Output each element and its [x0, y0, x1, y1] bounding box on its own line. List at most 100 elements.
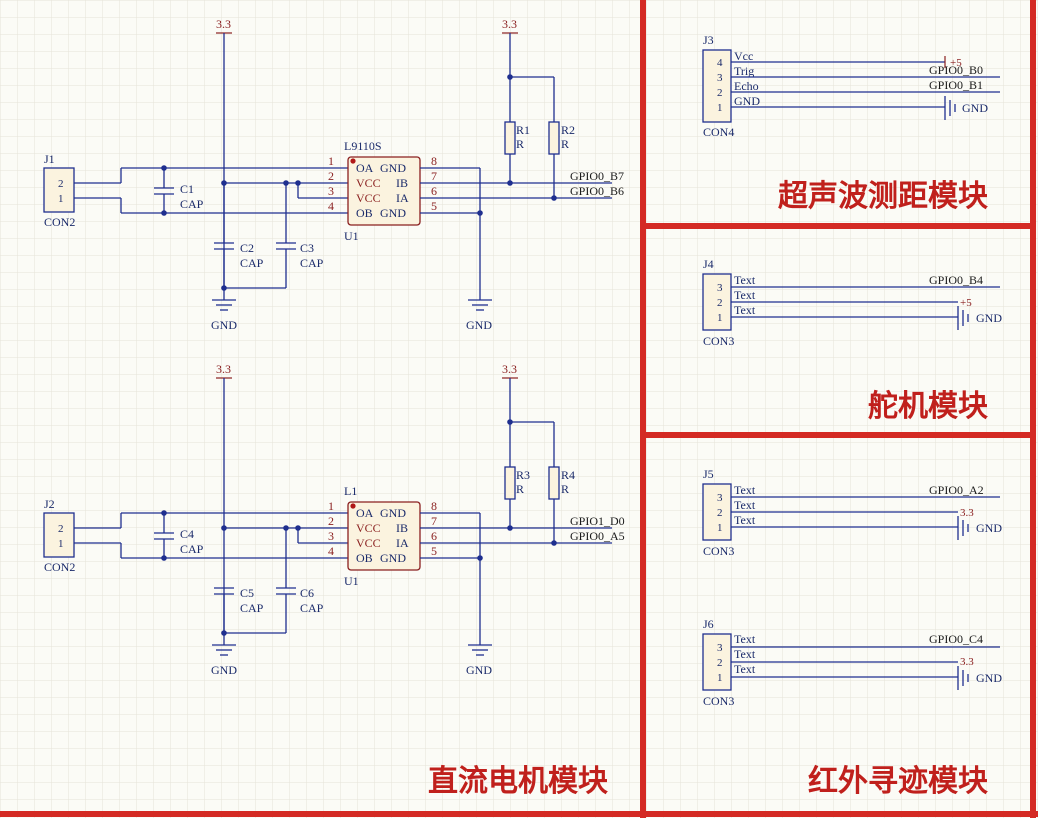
svg-text:CAP: CAP — [300, 601, 324, 615]
svg-text:2: 2 — [58, 523, 64, 535]
svg-text:3: 3 — [328, 529, 334, 543]
svg-text:3: 3 — [717, 72, 723, 84]
svg-text:Text: Text — [734, 647, 756, 661]
svg-text:Echo: Echo — [734, 79, 759, 93]
svg-text:GPIO0_B4: GPIO0_B4 — [929, 273, 983, 287]
j3-connector[interactable] — [702, 49, 732, 123]
ultrasonic-module-title: 超声波测距模块 — [778, 179, 988, 214]
ir-connector-j5: J5 3 2 1 CON3 Text Text Text GPIO0_A2 3.… — [702, 467, 1002, 558]
svg-text:IB: IB — [396, 521, 408, 535]
svg-text:J6: J6 — [703, 617, 714, 631]
gnd-label-1a: GND — [211, 318, 237, 332]
svg-text:VCC: VCC — [356, 536, 381, 550]
l1-chip[interactable] — [347, 501, 421, 571]
svg-text:Text: Text — [734, 483, 756, 497]
motor-driver-2: 3.3 J2 2 1 CON2 C4 CAP C5 — [43, 362, 625, 677]
j1-connector[interactable] — [43, 167, 75, 213]
svg-text:VCC: VCC — [356, 521, 381, 535]
j4-connector[interactable] — [702, 273, 732, 331]
svg-text:2: 2 — [717, 507, 723, 519]
svg-text:R: R — [561, 137, 569, 151]
svg-text:1: 1 — [58, 538, 64, 550]
svg-text:GND: GND — [211, 663, 237, 677]
svg-text:IB: IB — [396, 176, 408, 190]
svg-text:GND: GND — [962, 101, 988, 115]
svg-text:R2: R2 — [561, 123, 575, 137]
svg-text:R: R — [516, 482, 524, 496]
svg-text:Text: Text — [734, 288, 756, 302]
svg-text:R4: R4 — [561, 468, 575, 482]
svg-text:R: R — [516, 137, 524, 151]
svg-text:1: 1 — [328, 154, 334, 168]
svg-text:OA: OA — [356, 506, 374, 520]
svg-text:R: R — [561, 482, 569, 496]
svg-text:Text: Text — [734, 498, 756, 512]
svg-text:5: 5 — [431, 199, 437, 213]
svg-text:CON3: CON3 — [703, 694, 734, 708]
svg-text:GND: GND — [380, 551, 406, 565]
svg-text:3.3: 3.3 — [960, 507, 974, 519]
svg-text:IA: IA — [396, 191, 409, 205]
svg-text:C6: C6 — [300, 586, 314, 600]
svg-text:4: 4 — [328, 544, 334, 558]
svg-text:VCC: VCC — [356, 191, 381, 205]
svg-text:Trig: Trig — [734, 64, 754, 78]
svg-text:GND: GND — [976, 671, 1002, 685]
svg-text:L1: L1 — [344, 484, 357, 498]
svg-text:CAP: CAP — [240, 601, 264, 615]
svg-text:CON3: CON3 — [703, 334, 734, 348]
svg-text:GPIO0_B1: GPIO0_B1 — [929, 78, 983, 92]
servo-module-title: 舵机模块 — [868, 389, 988, 424]
svg-text:3.3: 3.3 — [216, 362, 231, 376]
j1-type: CON2 — [44, 215, 75, 229]
net-gpio1-d0: GPIO1_D0 — [570, 514, 625, 528]
svg-text:Text: Text — [734, 662, 756, 676]
svg-text:6: 6 — [431, 529, 437, 543]
j6-connector[interactable] — [702, 633, 732, 691]
svg-text:U1: U1 — [344, 574, 359, 588]
svg-text:3.3: 3.3 — [502, 362, 517, 376]
r2-resistor[interactable] — [548, 121, 560, 155]
svg-text:1: 1 — [717, 522, 723, 534]
svg-text:2: 2 — [717, 297, 723, 309]
svg-text:Vcc: Vcc — [734, 49, 753, 63]
l9110s-chip[interactable] — [347, 156, 421, 226]
svg-text:2: 2 — [328, 169, 334, 183]
j1-ref: J1 — [44, 152, 55, 166]
svg-text:GPIO0_A2: GPIO0_A2 — [929, 483, 984, 497]
svg-text:Text: Text — [734, 632, 756, 646]
j2-ref: J2 — [44, 497, 55, 511]
svg-text:5: 5 — [431, 544, 437, 558]
svg-text:4: 4 — [328, 199, 334, 213]
svg-text:GND: GND — [380, 506, 406, 520]
c3-ref: C3 — [300, 241, 314, 255]
v33-label-1a: 3.3 — [216, 17, 231, 31]
svg-text:8: 8 — [431, 499, 437, 513]
svg-text:GND: GND — [734, 94, 760, 108]
u1-ref: U1 — [344, 229, 359, 243]
r4-resistor[interactable] — [548, 466, 560, 500]
svg-text:2: 2 — [717, 657, 723, 669]
svg-text:4: 4 — [717, 57, 723, 69]
svg-text:Text: Text — [734, 303, 756, 317]
svg-text:1: 1 — [717, 102, 723, 114]
svg-text:C5: C5 — [240, 586, 254, 600]
svg-text:8: 8 — [431, 154, 437, 168]
svg-text:2: 2 — [717, 87, 723, 99]
net-gpio0-b6: GPIO0_B6 — [570, 184, 624, 198]
svg-text:CAP: CAP — [180, 542, 204, 556]
r3-resistor[interactable] — [504, 466, 516, 500]
svg-text:1: 1 — [717, 312, 723, 324]
motor-driver-1: 3.3 J1 2 1 CON2 C1 CAP — [43, 17, 624, 332]
j1-pin-2: 2 — [58, 178, 64, 190]
j5-connector[interactable] — [702, 483, 732, 541]
svg-text:CON3: CON3 — [703, 544, 734, 558]
r1-resistor[interactable] — [504, 121, 516, 155]
j2-connector[interactable] — [43, 512, 75, 558]
svg-text:1: 1 — [717, 672, 723, 684]
c2-val: CAP — [240, 256, 264, 270]
svg-text:GND: GND — [976, 521, 1002, 535]
svg-text:J5: J5 — [703, 467, 714, 481]
